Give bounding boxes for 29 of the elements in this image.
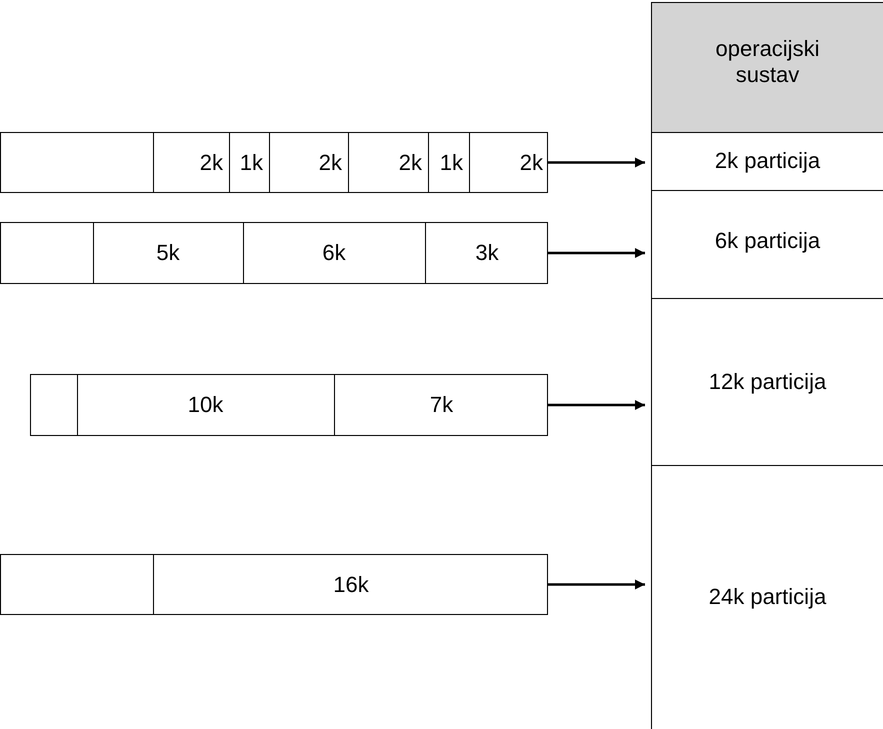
arrow [548,248,645,258]
arrow [548,400,645,410]
job-queue-bar [0,132,548,193]
cell-label: 2k [398,150,422,176]
cell-label: 3k [475,240,499,266]
partition-box [651,132,883,191]
cell-label: 6k [322,240,346,266]
cell-label: 1k [240,150,263,176]
cell-label: 5k [156,240,180,266]
cell-label: 2k [318,150,342,176]
cell-label: 2k [200,150,223,176]
arrow [548,580,645,590]
cell-label: 16k [333,572,369,598]
job-queue-bar [0,554,548,615]
partition-box [651,190,883,299]
cell-label: 7k [430,392,454,418]
partition-label: 2k particija [714,148,820,174]
arrow [548,158,645,168]
job-queue-bar [30,374,548,436]
job-queue-bar [0,222,548,284]
partition-label: 6k particija [714,228,820,254]
os-partition-box [651,2,883,133]
partition-box [651,298,883,466]
cell-label: 2k [520,150,543,176]
partition-label: 12k particija [708,368,826,394]
cell-label: 1k [440,150,463,176]
partition-label: operacijski sustav [714,36,820,88]
partition-label: 24k particija [708,584,826,610]
cell-label: 10k [188,392,224,418]
